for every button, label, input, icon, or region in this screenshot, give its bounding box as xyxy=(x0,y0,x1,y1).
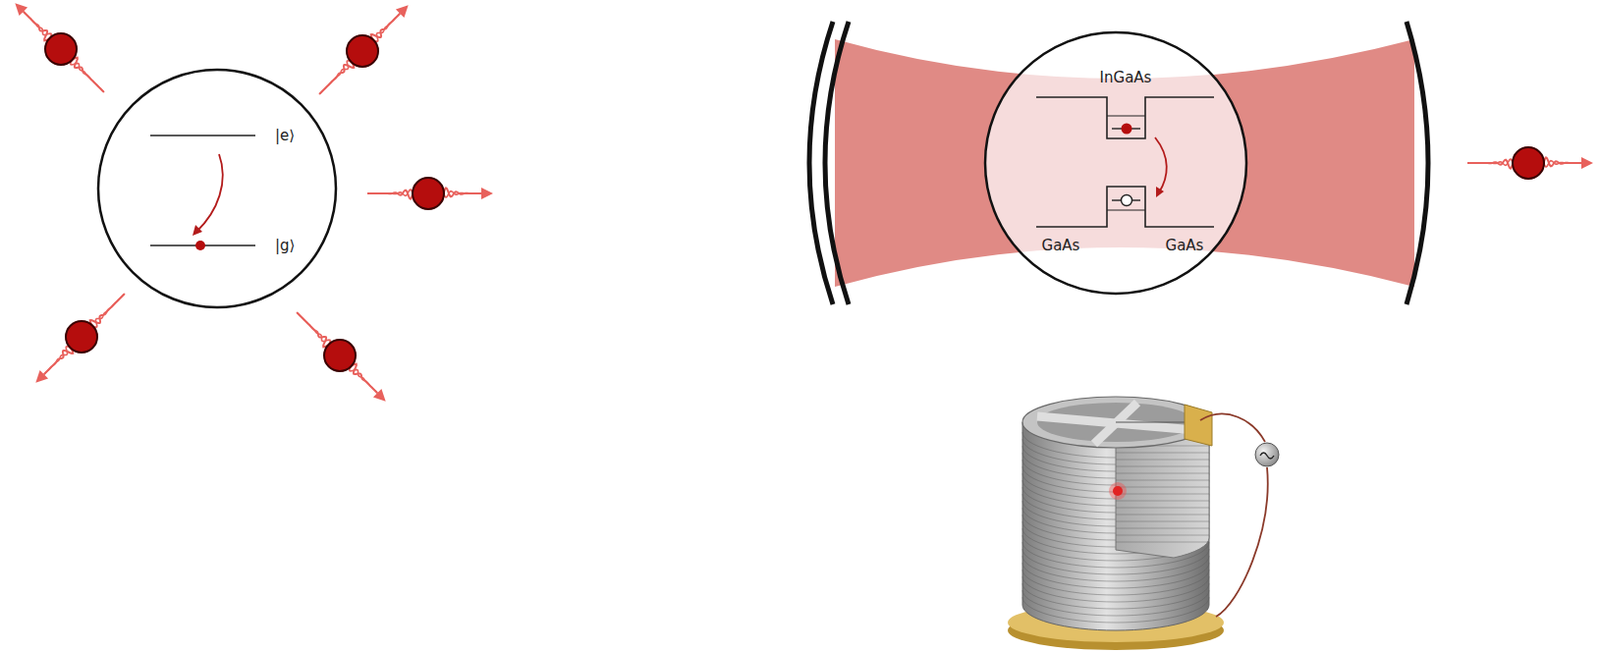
photons-free xyxy=(3,0,494,413)
dbr-layer xyxy=(1022,569,1210,596)
mirror-left-outer xyxy=(809,21,833,305)
dbr-layer xyxy=(1115,480,1210,482)
dbr-layer xyxy=(1115,514,1210,516)
dbr-layer xyxy=(1115,507,1210,509)
dbr-layer xyxy=(1022,576,1210,603)
conduction-band xyxy=(1036,97,1214,139)
dbr-layer xyxy=(1022,555,1210,582)
dbr-layer xyxy=(1022,562,1210,589)
mirror-left-inner xyxy=(825,21,849,305)
dbr-layer xyxy=(1022,597,1210,623)
dbr-layer xyxy=(1115,542,1210,544)
emitted-photon xyxy=(1467,147,1594,179)
dbr-layer xyxy=(1115,528,1210,530)
decay-arrow xyxy=(196,154,223,232)
dbr-layer xyxy=(1115,487,1210,489)
dbr-layer xyxy=(1115,535,1210,537)
dbr-layer xyxy=(1022,583,1210,609)
valence-band xyxy=(1036,186,1214,227)
dbr-layer xyxy=(1115,452,1210,454)
emitter-circle xyxy=(98,69,336,308)
dbr-layer xyxy=(1115,466,1210,468)
mirror-right xyxy=(1406,21,1429,305)
dbr-layer xyxy=(1022,590,1210,616)
qd-circle xyxy=(985,32,1247,294)
material-label: GaAs xyxy=(1165,237,1205,255)
dbr-layer xyxy=(1115,473,1210,475)
dbr-layer xyxy=(1115,500,1210,502)
level-label: |g⟩ xyxy=(275,237,295,255)
dbr-layer xyxy=(1115,459,1210,461)
hole-dot xyxy=(1121,195,1133,207)
recombination-arrow xyxy=(1155,137,1167,193)
level-label: |e⟩ xyxy=(275,127,295,145)
material-label: InGaAs xyxy=(1100,69,1153,87)
dbr-layer xyxy=(1115,521,1210,523)
excited-level xyxy=(150,134,256,137)
material-label: GaAs xyxy=(1042,237,1081,255)
micropillar xyxy=(1007,396,1279,651)
electron-dot xyxy=(1121,123,1133,135)
dbr-layer xyxy=(1115,494,1210,496)
electron-dot xyxy=(195,240,206,251)
